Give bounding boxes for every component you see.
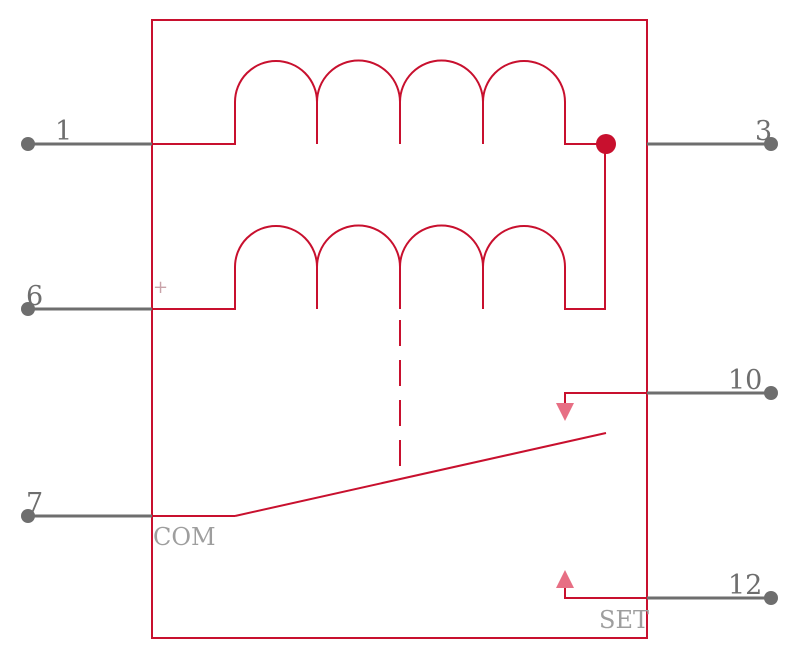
pin-1-label: 1 <box>55 116 72 147</box>
pin-12[interactable]: 12 <box>647 570 778 605</box>
pin-3-label: 3 <box>755 116 772 147</box>
pin-1-terminal[interactable] <box>21 137 35 151</box>
pin-3-terminal[interactable] <box>764 137 778 151</box>
pin-10-label: 10 <box>728 365 762 396</box>
pin-10-terminal[interactable] <box>764 386 778 400</box>
pin-6-label: 6 <box>26 281 43 312</box>
pin-6-terminal[interactable] <box>21 302 35 316</box>
set-label: SET <box>599 606 649 634</box>
lower-coil <box>152 144 606 310</box>
lower-coil-winding <box>152 144 606 310</box>
pin-6[interactable]: 6 <box>21 281 152 316</box>
pin-7-terminal[interactable] <box>21 509 35 523</box>
contact-10-arrow-icon <box>556 403 574 421</box>
pin-7-label: 7 <box>26 488 43 519</box>
pin-12-label: 12 <box>728 570 762 601</box>
contact-10-wire <box>564 392 647 403</box>
pin-1[interactable]: 1 <box>21 116 152 151</box>
pin-10[interactable]: 10 <box>647 365 778 400</box>
pin-12-terminal[interactable] <box>764 591 778 605</box>
contact-12-arrow-icon <box>556 570 574 588</box>
com-label: COM <box>153 523 216 551</box>
polarity-plus-label: + <box>153 277 168 298</box>
pin-3[interactable]: 3 <box>647 116 778 151</box>
pin-7[interactable]: 7 <box>21 488 152 523</box>
upper-coil-winding <box>152 59 605 145</box>
junction-dot <box>596 134 616 154</box>
contact-12-wire <box>564 588 647 599</box>
upper-coil <box>152 59 605 145</box>
component-body <box>151 19 648 639</box>
switch-arm <box>234 432 607 517</box>
